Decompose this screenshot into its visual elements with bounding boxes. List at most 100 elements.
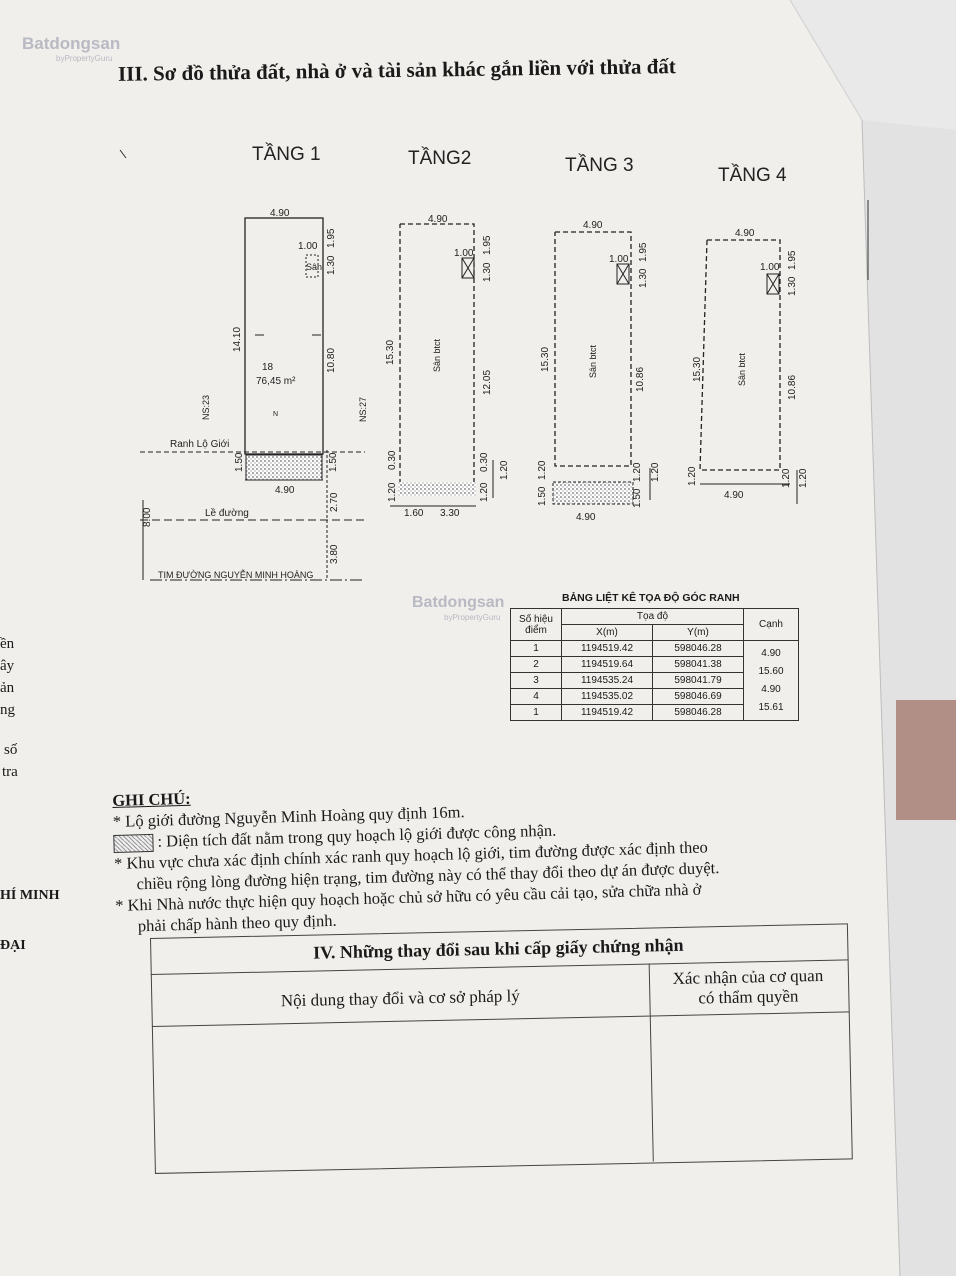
floor-2-labels: 4.90 1.00 1.95 1.30 15.30 Sân btct 12.05…	[385, 214, 510, 519]
left-fragment: ền	[0, 636, 15, 652]
coordinate-table-block: BẢNG LIỆT KÊ TỌA ĐỘ GÓC RANH Số hiệu điể…	[510, 592, 799, 721]
col-coord: Tọa độ	[561, 608, 744, 625]
f2-d160: 1.60	[404, 508, 424, 519]
row-y: 598046.69	[652, 688, 744, 705]
left-fragment: ản	[0, 680, 15, 696]
f4-width-top: 4.90	[735, 228, 755, 239]
left-fragment: ng	[0, 702, 15, 718]
f1-d150b: 1.50	[328, 452, 339, 472]
left-fragment: ây	[0, 658, 15, 674]
f2-d120a: 1.20	[387, 482, 398, 502]
f2-d1530: 15.30	[385, 340, 396, 365]
f3-d150b: 1.50	[632, 488, 643, 508]
row-x: 1194535.02	[561, 688, 653, 705]
f1-d1080: 10.80	[326, 348, 337, 373]
f4-d120c: 1.20	[798, 468, 809, 488]
f3-san: Sân btct	[588, 344, 598, 378]
watermark-brand: Batdongsan	[22, 34, 121, 53]
f1-width-bottom: 4.90	[275, 485, 295, 496]
f2-d030b: 0.30	[479, 452, 490, 472]
edge-2: 15.60	[758, 665, 784, 677]
coordinate-table: Số hiệu điểm Tọa độ Cạnh X(m) Y(m) 1 119…	[510, 608, 799, 721]
f1-d270: 2.70	[329, 492, 340, 512]
edge-1: 4.90	[761, 647, 781, 659]
f3-width-bottom: 4.90	[576, 512, 596, 523]
f2-san: Sân btct	[432, 338, 442, 372]
f1-ns-right: NS:27	[358, 397, 368, 422]
f1-d800: 8.00	[142, 507, 153, 527]
f1-d380: 3.80	[329, 544, 340, 564]
f1-d1410: 14.10	[232, 327, 243, 352]
f3-d130: 1.30	[638, 268, 649, 288]
f4-d1086: 10.86	[787, 375, 798, 400]
f1-parcel: 18	[262, 362, 274, 373]
f4-d195: 1.95	[787, 250, 798, 270]
section-4-col2b: có thẩm quyền	[698, 986, 799, 1008]
row-x: 1194519.42	[561, 704, 653, 721]
f4-d120b: 1.20	[781, 468, 792, 488]
edge-4: 15.61	[758, 701, 784, 713]
floor-4-labels: 4.90 1.00 1.95 1.30 15.30 Sân btct 10.86…	[687, 228, 809, 501]
floor-4-label: TẦNG 4	[718, 165, 787, 186]
row-point: 1	[510, 704, 562, 721]
edge-3: 4.90	[761, 683, 781, 695]
table-row: 3 1194535.24 598041.79	[510, 672, 799, 689]
f3-d195: 1.95	[638, 242, 649, 262]
row-x: 1194519.64	[561, 656, 653, 673]
f1-d150a: 1.50	[234, 452, 245, 472]
f1-width-top: 4.90	[270, 208, 290, 219]
row-y: 598046.28	[652, 704, 744, 721]
f2-d030a: 0.30	[387, 450, 398, 470]
row-x: 1194535.24	[561, 672, 653, 689]
f1-north: N	[273, 411, 278, 418]
col-x: X(m)	[561, 624, 653, 641]
background-wood	[896, 700, 956, 820]
notes-block: GHI CHÚ: * Lộ giới đường Nguyễn Minh Hoà…	[112, 771, 796, 937]
f2-d195: 1.95	[482, 235, 493, 255]
f4-d120a: 1.20	[687, 466, 698, 486]
f1-d130: 1.30	[326, 255, 337, 275]
f2-d1205: 12.05	[482, 370, 493, 395]
col-edge: Cạnh	[743, 608, 799, 641]
f1-d100: 1.00	[298, 241, 318, 252]
section-4-table: IV. Những thay đổi sau khi cấp giấy chứn…	[150, 923, 855, 1176]
table-row: 2 1194519.64 598041.38	[510, 656, 799, 673]
table-row: 4 1194535.02 598046.69	[510, 688, 799, 705]
f1-san: Sân	[306, 262, 322, 272]
row-x: 1194519.42	[561, 640, 653, 657]
watermark-mid: Batdongsan	[412, 594, 505, 611]
table-row: 1 1194519.42 598046.28 4.90 15.60 4.90 1…	[510, 640, 799, 721]
left-fragment: tra	[2, 764, 18, 780]
floor-1-labels: 4.90 1.00 Sân 1.95 1.30 14.10 10.80 18 7…	[142, 208, 368, 580]
row-point: 3	[510, 672, 562, 689]
left-fragment: ĐẠI	[0, 938, 26, 953]
row-point: 1	[510, 640, 562, 657]
floor-4-plan	[699, 239, 798, 504]
f3-d120c: 1.20	[650, 462, 661, 482]
left-fragment: HÍ MINH	[0, 888, 60, 903]
f4-d100: 1.00	[760, 262, 780, 273]
f2-d330: 3.30	[440, 508, 460, 519]
f1-le-duong: Lề đường	[205, 507, 249, 519]
f3-width-top: 4.90	[583, 220, 603, 231]
hatch-legend-icon	[113, 834, 154, 854]
f3-d150a: 1.50	[537, 486, 548, 506]
f3-d120b: 1.20	[632, 462, 643, 482]
f3-d1086: 10.86	[635, 367, 646, 392]
row-y: 598041.79	[652, 672, 744, 689]
row-point: 2	[510, 656, 562, 673]
floor-1-label: TẦNG 1	[252, 144, 321, 165]
f3-d120a: 1.20	[537, 460, 548, 480]
f1-ranh: Ranh Lộ Giới	[170, 439, 229, 450]
f2-width-top: 4.90	[428, 214, 448, 225]
table-row: 1 1194519.42 598046.28	[510, 704, 799, 721]
floor-3-plan	[552, 231, 651, 505]
floor-2-plan	[390, 223, 494, 507]
floor-1-plan	[140, 217, 365, 581]
f4-san: Sân btct	[737, 352, 747, 386]
f2-d130: 1.30	[482, 262, 493, 282]
f4-width-bottom: 4.90	[724, 490, 744, 501]
coord-table-title: BẢNG LIỆT KÊ TỌA ĐỘ GÓC RANH	[562, 592, 740, 604]
